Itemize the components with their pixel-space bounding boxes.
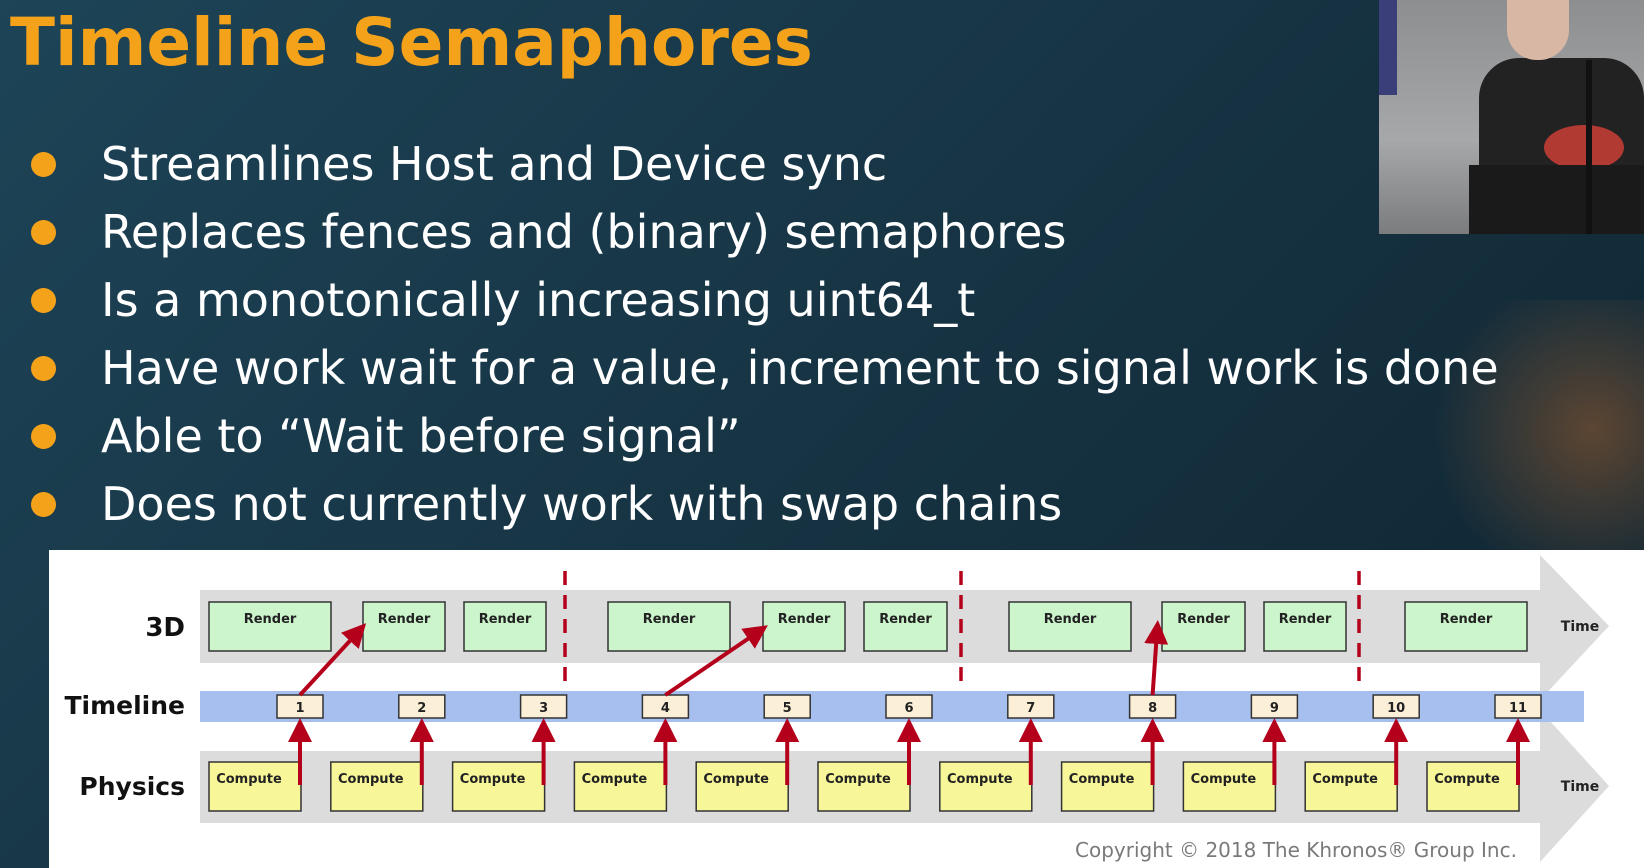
compute-box [1060, 761, 1155, 812]
timeline-value: 6 [904, 701, 913, 716]
timeline-value: 11 [1509, 701, 1527, 716]
timeline-value-box [885, 694, 933, 719]
compute-box [1426, 761, 1520, 812]
compute-box-label: Compute [825, 772, 891, 787]
timeline-value: 8 [1148, 701, 1157, 716]
shirt-logo [1544, 125, 1624, 170]
timeline-value: 3 [539, 701, 548, 716]
compute-box [451, 761, 546, 812]
compute-box-label: Compute [582, 772, 648, 787]
wait-arrow [298, 623, 367, 697]
render-box-label: Render [1279, 612, 1332, 627]
bullet-dot-icon [31, 152, 56, 177]
render-box [1263, 601, 1347, 652]
render-box-label: Render [778, 612, 831, 627]
compute-box-label: Compute [216, 772, 282, 787]
render-box [1161, 601, 1246, 652]
bullet-text: Is a monotonically increasing uint64_t [101, 273, 976, 327]
timeline-value: 2 [417, 701, 426, 716]
bullet-item: Have work wait for a value, increment to… [0, 334, 1499, 402]
render-box [1404, 601, 1528, 652]
row-label-3d: 3D [145, 613, 185, 643]
compute-box-label: Compute [703, 772, 769, 787]
bullet-item: Is a monotonically increasing uint64_t [0, 266, 1499, 334]
speaker-head [1507, 0, 1569, 60]
render-box [463, 601, 547, 652]
timeline-value: 9 [1270, 701, 1279, 716]
wait-arrow [664, 625, 768, 697]
render-box-label: Render [1044, 612, 1097, 627]
compute-box [939, 761, 1033, 812]
bullet-dot-icon [31, 424, 56, 449]
render-box [607, 601, 731, 652]
bullet-item: Replaces fences and (binary) semaphores [0, 198, 1499, 266]
bullet-text: Streamlines Host and Device sync [101, 137, 888, 191]
render-box-label: Render [1440, 612, 1493, 627]
compute-box [695, 761, 789, 812]
bullet-text: Have work wait for a value, increment to… [101, 341, 1499, 395]
timeline-value-box [1250, 694, 1299, 719]
render-box-label: Render [479, 612, 532, 627]
bullet-item: Streamlines Host and Device sync [0, 130, 1499, 198]
compute-box-label: Compute [460, 772, 526, 787]
row-label-physics: Physics [79, 772, 185, 801]
bullet-dot-icon [31, 492, 56, 517]
bullet-text: Does not currently work with swap chains [101, 477, 1063, 531]
render-box-label: Render [643, 612, 696, 627]
compute-box-label: Compute [338, 772, 404, 787]
copyright-text: Copyright © 2018 The Khronos® Group Inc. [1075, 838, 1517, 862]
compute-box-label: Compute [1434, 772, 1500, 787]
compute-box-label: Compute [947, 772, 1013, 787]
timeline-value-box [1007, 694, 1055, 719]
render-box-label: Render [1177, 612, 1230, 627]
bullet-list: Streamlines Host and Device sync Replace… [0, 130, 1499, 538]
speaker-webcam-video [1379, 0, 1644, 234]
microphone-stand [1586, 60, 1592, 234]
compute-box-label: Compute [1069, 772, 1135, 787]
timeline-value-box [1372, 694, 1420, 719]
wait-arrow [1144, 620, 1169, 696]
render-box-label: Render [244, 612, 297, 627]
bullet-item: Does not currently work with swap chains [0, 470, 1499, 538]
render-box [762, 601, 846, 652]
compute-box [1182, 761, 1277, 812]
compute-box [817, 761, 911, 812]
row-label-timeline: Timeline [64, 691, 185, 720]
timeline-value: 5 [783, 701, 792, 716]
bullet-dot-icon [31, 288, 56, 313]
time-label: Time [1561, 619, 1599, 635]
render-box-label: Render [378, 612, 431, 627]
render-box [863, 601, 948, 652]
render-box [208, 601, 332, 652]
timeline-value-box [398, 694, 446, 719]
podium [1469, 165, 1644, 234]
compute-box [330, 761, 424, 812]
render-box [362, 601, 446, 652]
compute-box-label: Compute [1312, 772, 1378, 787]
bullet-text: Able to “Wait before signal” [101, 409, 741, 463]
timeline-value-box [519, 694, 568, 719]
background-glow [1384, 300, 1644, 560]
timeline-value: 7 [1026, 701, 1035, 716]
bullet-dot-icon [31, 356, 56, 381]
compute-box [208, 761, 302, 812]
compute-box [1304, 761, 1398, 812]
timeline-value-box [763, 694, 811, 719]
slide-title: Timeline Semaphores [10, 4, 813, 81]
timeline-value: 4 [661, 701, 670, 716]
timeline-value-box [1494, 694, 1542, 719]
bullet-item: Able to “Wait before signal” [0, 402, 1499, 470]
render-box-label: Render [879, 612, 932, 627]
compute-box-label: Compute [1191, 772, 1257, 787]
bullet-text: Replaces fences and (binary) semaphores [101, 205, 1067, 259]
time-label: Time [1561, 779, 1599, 795]
render-box [1008, 601, 1132, 652]
bullet-dot-icon [31, 220, 56, 245]
background-screen [1379, 0, 1397, 95]
timeline-value: 10 [1387, 701, 1405, 716]
compute-box [573, 761, 668, 812]
timeline-value: 1 [295, 701, 304, 716]
